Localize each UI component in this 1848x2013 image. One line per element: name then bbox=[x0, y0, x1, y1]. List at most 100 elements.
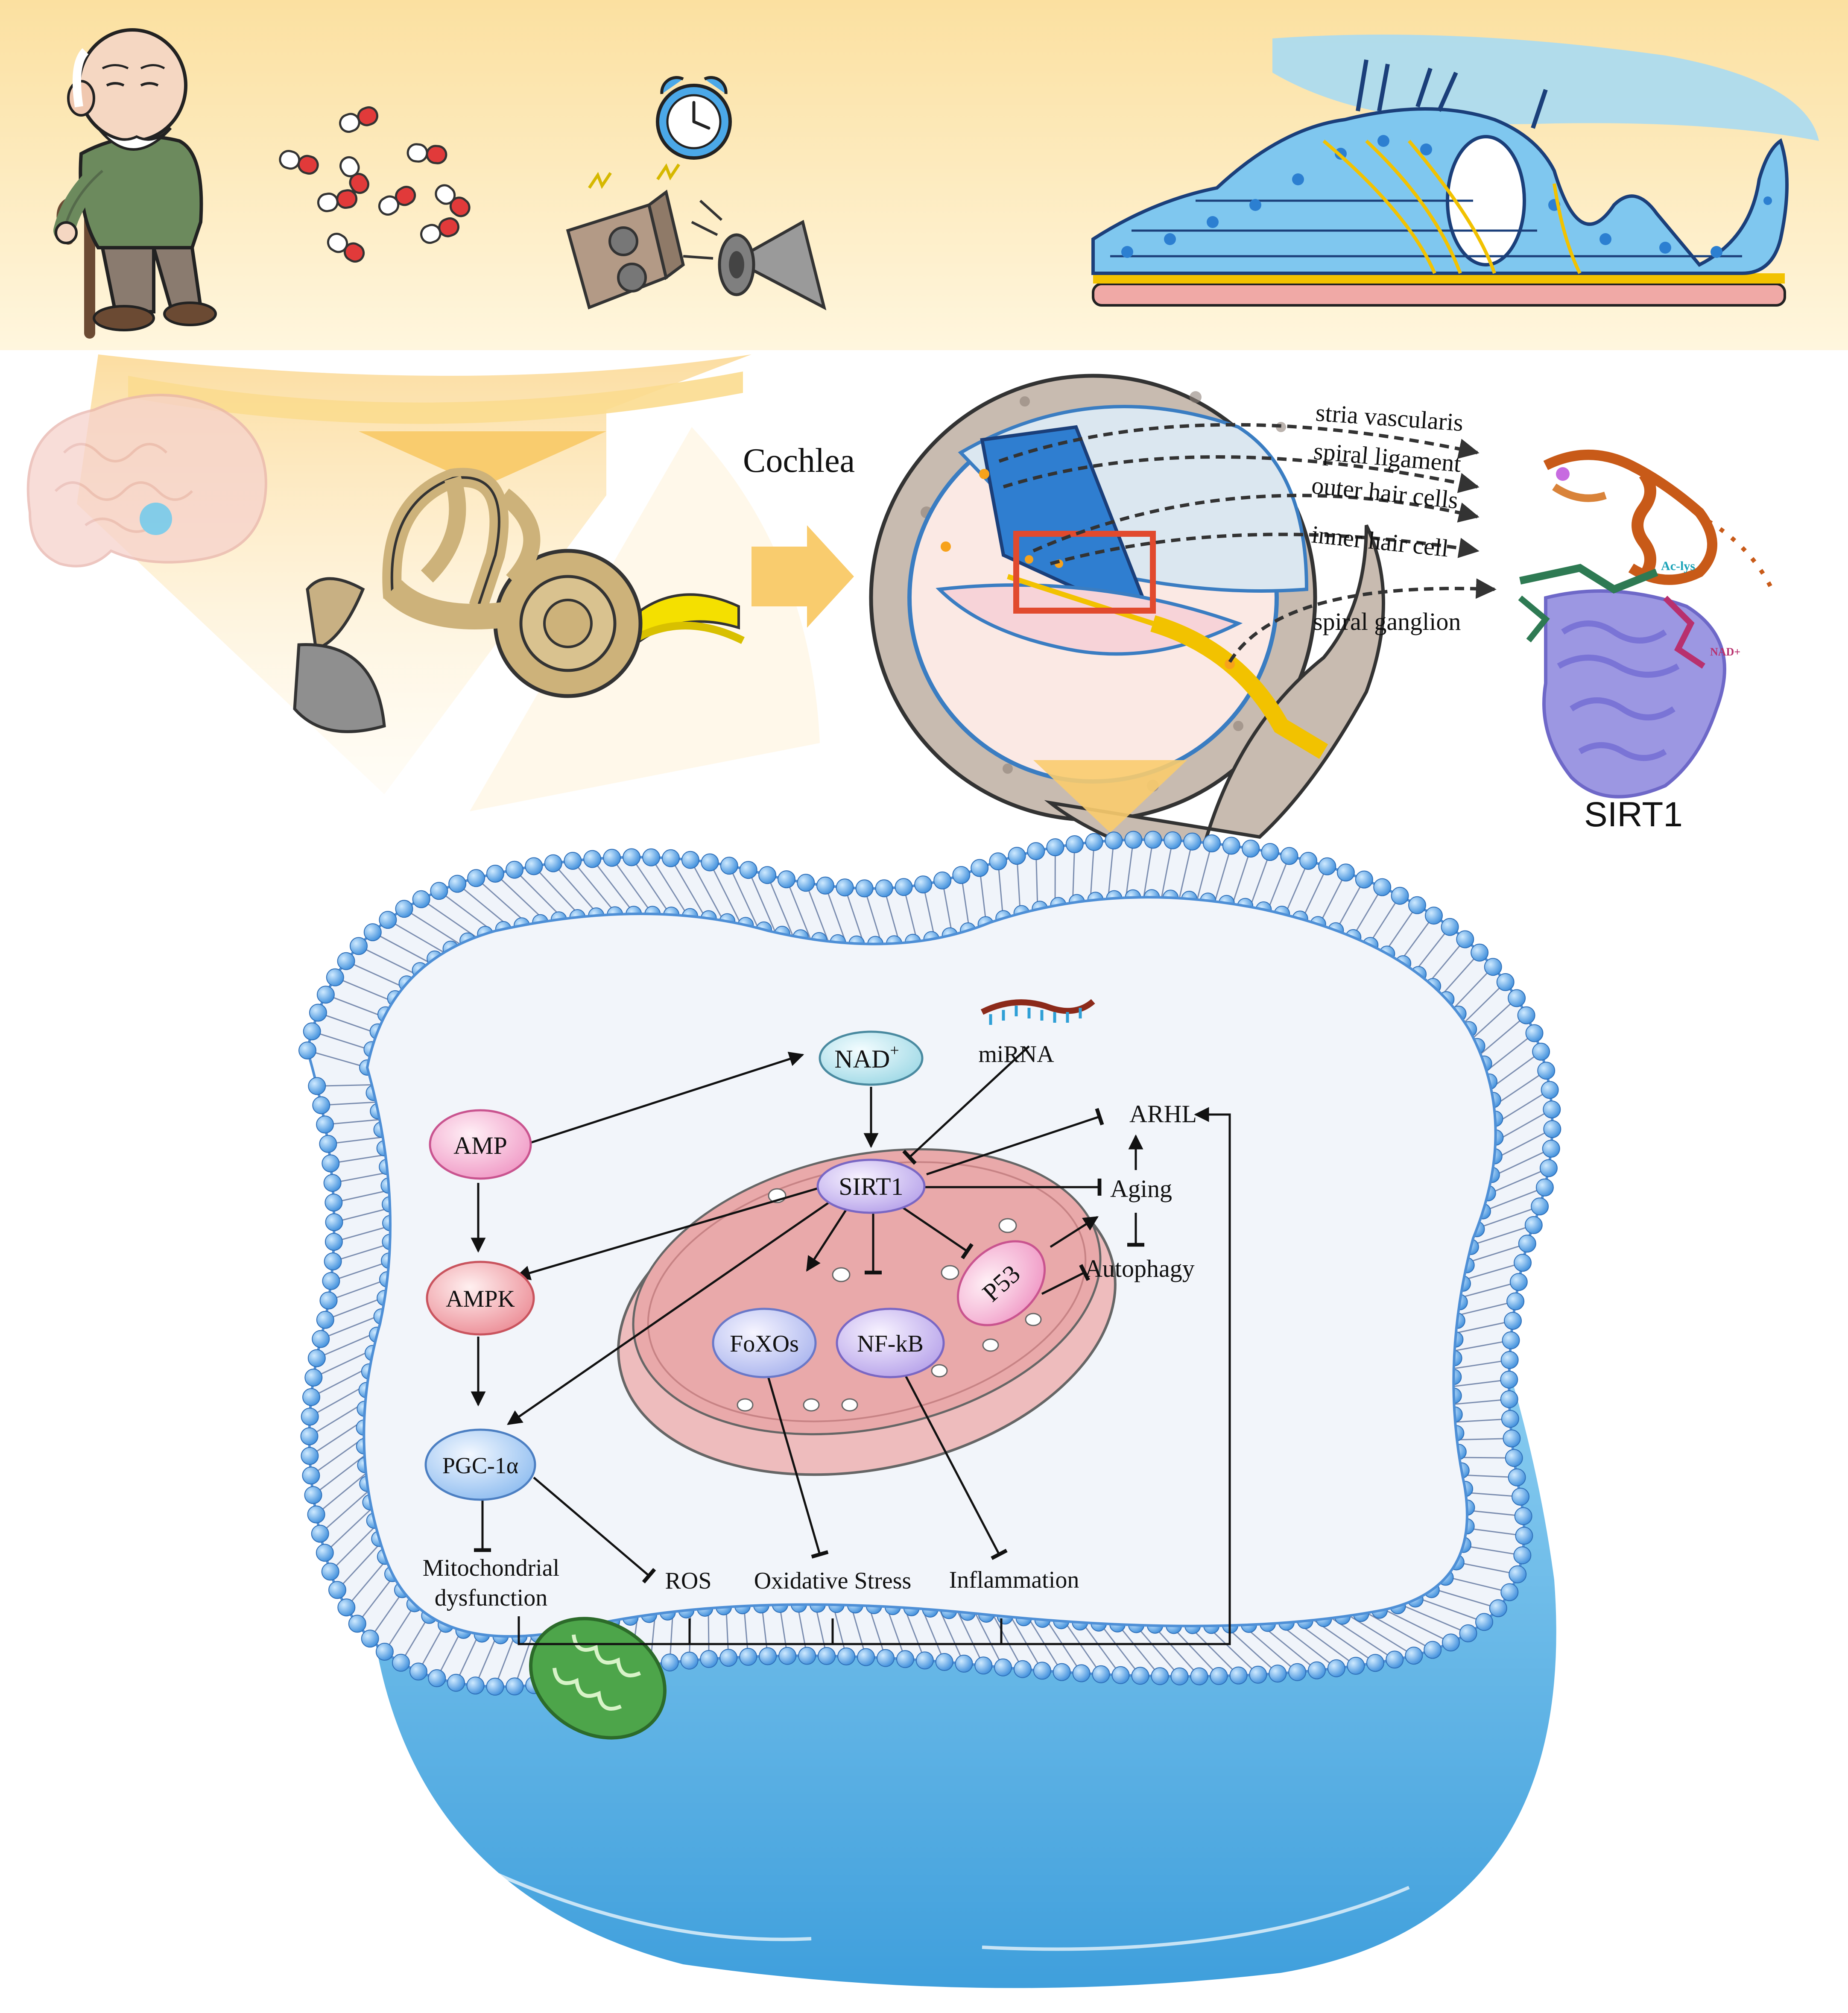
lipid-head bbox=[1047, 839, 1064, 856]
lipid-head bbox=[376, 1643, 393, 1660]
lipid-head bbox=[303, 1389, 320, 1406]
lipid-head bbox=[1191, 1668, 1208, 1685]
mirna-label: miRNA bbox=[978, 1041, 1054, 1068]
lipid-head bbox=[1509, 1469, 1526, 1486]
lipid-head bbox=[720, 1649, 737, 1666]
lipid-head bbox=[990, 853, 1007, 870]
lipid-head bbox=[350, 937, 367, 954]
lipid-head bbox=[1456, 931, 1474, 948]
lipid-head bbox=[857, 1649, 874, 1666]
lipid-head bbox=[1164, 832, 1181, 849]
lipid-head bbox=[1518, 1007, 1535, 1024]
lipid-head bbox=[430, 882, 447, 899]
lipid-head bbox=[1541, 1081, 1559, 1098]
lipid-head bbox=[1519, 1235, 1536, 1252]
lipid-head bbox=[1512, 1488, 1529, 1505]
lipid-head bbox=[661, 1654, 678, 1671]
lipid-head bbox=[1502, 1410, 1519, 1428]
lipid-head bbox=[468, 869, 485, 887]
lipid-head bbox=[313, 1097, 330, 1114]
pgc-label: PGC-1α bbox=[442, 1453, 518, 1478]
lipid-head bbox=[700, 1650, 717, 1668]
lipid-head bbox=[349, 1615, 366, 1632]
lipid-head bbox=[1497, 974, 1514, 991]
lipid-head bbox=[1125, 831, 1142, 849]
lipid-head bbox=[1514, 1254, 1531, 1271]
lipid-head bbox=[1211, 1668, 1228, 1685]
label-nad-protein: NAD+ bbox=[1710, 646, 1740, 658]
lipid-head bbox=[1510, 1273, 1527, 1290]
lipid-head bbox=[1543, 1140, 1560, 1157]
lipid-head bbox=[971, 860, 988, 877]
lipid-head bbox=[392, 1654, 409, 1671]
lipid-head bbox=[877, 1650, 894, 1667]
lipid-head bbox=[413, 891, 430, 908]
lipid-head bbox=[317, 1311, 334, 1328]
lipid-head bbox=[1503, 1332, 1520, 1349]
lipid-head bbox=[308, 1077, 325, 1094]
lipid-head bbox=[1543, 1101, 1560, 1118]
lipid-head bbox=[681, 1652, 698, 1669]
lipid-head bbox=[682, 851, 699, 869]
lipid-head bbox=[1514, 1547, 1531, 1564]
lipid-head bbox=[312, 1525, 329, 1542]
lipid-head bbox=[545, 855, 562, 872]
lipid-head bbox=[759, 866, 776, 884]
lipid-head bbox=[1262, 843, 1279, 860]
lipid-head bbox=[338, 1599, 355, 1616]
mito-label-2: dysfunction bbox=[435, 1585, 547, 1611]
lipid-head bbox=[1144, 831, 1161, 849]
arhl-label: ARHL bbox=[1129, 1100, 1197, 1128]
lipid-head bbox=[1501, 1584, 1518, 1601]
lipid-head bbox=[316, 1544, 333, 1561]
lipid-head bbox=[1392, 887, 1409, 904]
lipid-head bbox=[662, 850, 679, 867]
lipid-head bbox=[1538, 1062, 1555, 1079]
lipid-head bbox=[324, 1174, 341, 1191]
lipid-head bbox=[1460, 1625, 1477, 1642]
lipid-head bbox=[338, 953, 355, 970]
node-ampk: AMPK bbox=[427, 1262, 534, 1334]
label-spiral-ganglion: spiral ganglion bbox=[1313, 608, 1461, 635]
node-foxos: FoXOs bbox=[713, 1309, 816, 1377]
lipid-head bbox=[322, 1273, 339, 1290]
nad-label: NAD bbox=[834, 1045, 890, 1073]
nad-superscript: + bbox=[890, 1042, 899, 1059]
lipid-head bbox=[1490, 1600, 1507, 1617]
lipid-head bbox=[1425, 907, 1442, 924]
lipid-head bbox=[953, 866, 970, 884]
lipid-head bbox=[317, 986, 334, 1003]
lipid-head bbox=[487, 865, 504, 882]
lipid-head bbox=[1308, 1662, 1325, 1679]
lipid-head bbox=[1112, 1667, 1129, 1684]
lipid-head bbox=[1300, 852, 1317, 869]
lipid-head bbox=[396, 900, 413, 917]
lipid-head bbox=[994, 1659, 1012, 1676]
lipid-head bbox=[1531, 1198, 1548, 1215]
lipid-head bbox=[1507, 1293, 1524, 1310]
lipid-head bbox=[936, 1653, 953, 1671]
lipid-head bbox=[428, 1670, 445, 1687]
lipid-head bbox=[1442, 1634, 1459, 1651]
oxidative-stress-label: Oxidative Stress bbox=[754, 1568, 912, 1594]
lipid-head bbox=[778, 871, 795, 888]
lipid-head bbox=[897, 1650, 914, 1668]
lipid-head bbox=[299, 1042, 316, 1059]
lipid-head bbox=[1203, 835, 1220, 852]
lipid-head bbox=[643, 849, 660, 866]
lipid-head bbox=[1034, 1662, 1051, 1679]
lipid-head bbox=[379, 911, 396, 928]
lipid-head bbox=[1347, 1657, 1364, 1674]
lipid-head bbox=[1066, 836, 1083, 853]
lipid-head bbox=[584, 851, 601, 868]
ros-label: ROS bbox=[665, 1568, 712, 1594]
lipid-head bbox=[1328, 1660, 1345, 1677]
lipid-head bbox=[1544, 1121, 1561, 1138]
autophagy-label: Autophagy bbox=[1085, 1255, 1195, 1282]
lipid-head bbox=[364, 924, 381, 941]
lipid-head bbox=[447, 1674, 465, 1691]
foxos-label: FoXOs bbox=[730, 1331, 799, 1357]
lipid-head bbox=[322, 1155, 339, 1172]
lipid-head bbox=[1424, 1641, 1441, 1659]
lipid-head bbox=[1337, 864, 1354, 881]
